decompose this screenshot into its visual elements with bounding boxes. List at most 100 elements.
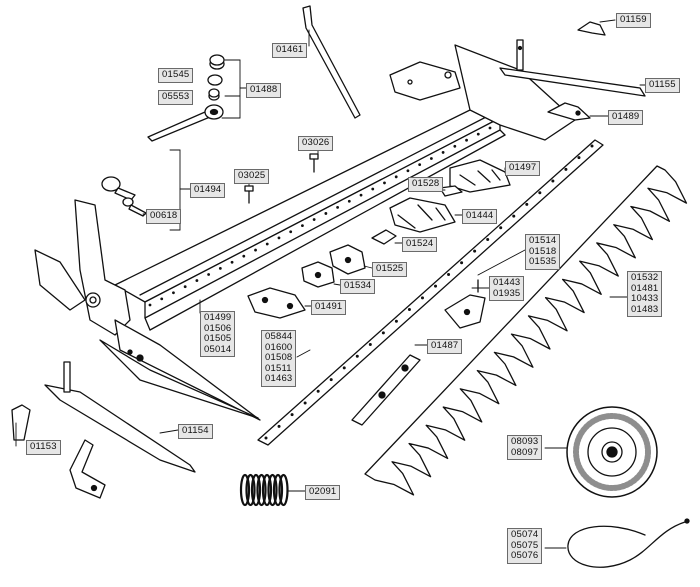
label-01443: 01443	[493, 277, 521, 288]
label-01511: 01511	[265, 362, 292, 374]
label-03026: 03026	[298, 136, 334, 151]
hole	[329, 378, 333, 382]
right-end-mount	[389, 44, 576, 141]
hole	[342, 366, 346, 370]
label-01497: 01497	[505, 161, 541, 176]
nuts-and-eyebolt	[147, 54, 225, 142]
hole	[289, 230, 293, 234]
hole	[183, 285, 187, 289]
hole	[407, 308, 411, 312]
knife-head-01487	[351, 354, 421, 426]
hole	[312, 218, 316, 221]
hole	[336, 205, 339, 209]
label-group-01514: 01514 01518 01535	[525, 234, 561, 270]
spring-coil	[245, 473, 256, 507]
bolt-03025	[244, 185, 254, 204]
label-01518: 01518	[529, 245, 557, 257]
hole	[277, 236, 281, 240]
label-group-05844: 05844 01600 01508 01511 01463	[261, 330, 297, 387]
guard-01444	[389, 197, 456, 233]
label-01535: 01535	[529, 256, 557, 267]
label-05553: 05553	[158, 90, 194, 105]
label-01155: 01155	[645, 78, 680, 93]
hole	[301, 224, 304, 228]
label-01524: 01524	[402, 237, 438, 252]
cable-05074	[567, 518, 690, 568]
label-01534: 01534	[340, 279, 376, 294]
wear-bar-holes	[264, 144, 594, 440]
hole	[160, 297, 164, 301]
hole	[476, 132, 480, 136]
left-shoe	[34, 199, 261, 421]
hole	[590, 144, 594, 148]
label-group-08093: 08093 08097	[507, 435, 543, 460]
sickle-knife	[364, 165, 688, 496]
label-10433: 10433	[631, 293, 659, 304]
label-01481: 01481	[631, 282, 659, 294]
hole	[429, 157, 433, 160]
bracket-01153	[11, 404, 31, 441]
label-01159: 01159	[616, 13, 651, 28]
clutch-disc	[566, 406, 658, 498]
spring-coil	[256, 473, 267, 507]
label-01154: 01154	[178, 424, 213, 439]
hole	[371, 187, 375, 191]
hole	[538, 191, 542, 195]
clip-01443	[444, 279, 486, 329]
label-05014: 05014	[204, 343, 232, 355]
bracket-01159	[577, 21, 606, 36]
hole	[230, 260, 234, 264]
label-01600: 01600	[265, 341, 293, 353]
clip-01534	[301, 261, 335, 288]
spring-coil	[278, 473, 289, 507]
bracket-bottom-left	[69, 439, 106, 499]
hole	[441, 151, 445, 154]
divider-rod-01154	[44, 361, 196, 473]
spring-coil	[272, 473, 284, 507]
label-01505: 01505	[204, 333, 232, 344]
hole	[564, 167, 568, 171]
label-01487: 01487	[427, 339, 463, 354]
label-01508: 01508	[265, 352, 293, 363]
hole	[447, 272, 451, 276]
leader-lines	[15, 19, 646, 549]
hole	[265, 242, 269, 246]
hole	[381, 331, 385, 335]
plate-01491	[247, 287, 306, 319]
label-01935: 01935	[493, 287, 521, 299]
plate-01524	[371, 229, 397, 245]
label-group-05074: 05074 05075 05076	[507, 528, 543, 564]
spring-coil	[239, 473, 251, 507]
label-group-01443: 01443 01935	[489, 276, 525, 301]
label-01506: 01506	[204, 322, 232, 334]
hole	[355, 354, 359, 358]
label-01153: 01153	[26, 440, 61, 455]
hole	[394, 175, 398, 179]
spring-coil	[250, 473, 262, 507]
hole	[406, 169, 410, 173]
hole	[264, 436, 268, 440]
hole	[359, 193, 363, 197]
hole	[290, 413, 294, 417]
label-00618: 00618	[146, 209, 182, 224]
hole	[394, 319, 398, 323]
bolt-00618	[101, 176, 147, 217]
label-05844: 05844	[265, 331, 293, 342]
label-01545: 01545	[158, 68, 194, 83]
label-01461: 01461	[272, 43, 308, 58]
label-01528: 01528	[408, 177, 444, 192]
hole	[453, 144, 457, 148]
spring-02091	[239, 473, 289, 507]
label-08093: 08093	[511, 436, 539, 447]
hole	[465, 138, 468, 142]
guard-01497	[449, 159, 511, 193]
hole	[254, 248, 257, 252]
rod-01461	[302, 5, 361, 119]
hole	[577, 156, 581, 160]
label-01514: 01514	[529, 235, 557, 246]
hole	[277, 424, 281, 428]
cutter-bar	[114, 109, 506, 331]
label-01532: 01532	[631, 272, 659, 283]
label-05075: 05075	[511, 539, 539, 551]
